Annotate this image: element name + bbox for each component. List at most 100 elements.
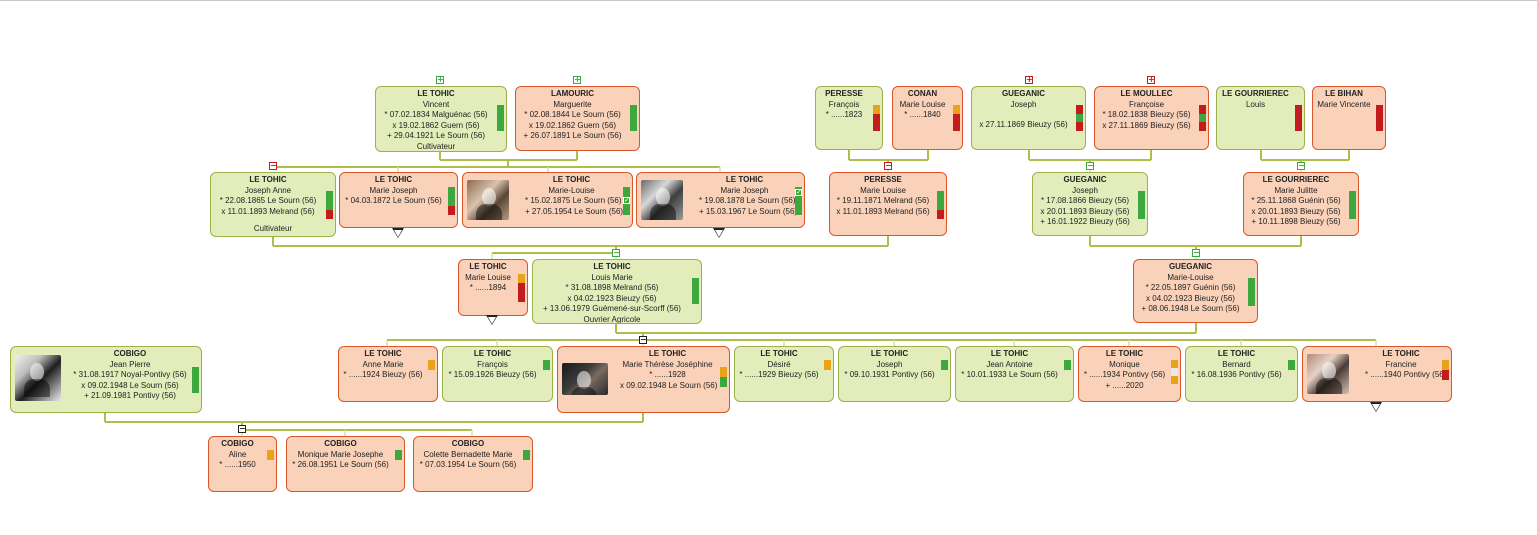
source-indicator (692, 278, 699, 304)
event-line: + 29.04.1921 Le Sourn (56) (386, 131, 486, 140)
surname: GUEGANIC (1063, 175, 1107, 184)
source-indicator (395, 450, 402, 460)
person-card[interactable]: LAMOURIC Marguerite * 02.08.1844 Le Sour… (515, 86, 640, 151)
collapse-icon[interactable]: − (1086, 161, 1094, 170)
person-card[interactable]: LE TOHIC Joseph * 09.10.1931 Pontivy (56… (838, 346, 951, 402)
person-card[interactable]: LE TOHIC Désiré * ......1929 Bieuzy (56) (734, 346, 834, 402)
expand-icon[interactable]: + (573, 75, 581, 84)
collapse-icon[interactable]: − (238, 424, 246, 433)
collapse-icon[interactable]: − (1192, 248, 1200, 257)
portrait-photo (467, 180, 509, 220)
person-card[interactable]: GUEGANIC Joseph * 17.08.1866 Bieuzy (56)… (1032, 172, 1148, 236)
source-indicator (1442, 360, 1449, 380)
person-card[interactable]: LE TOHIC Marie Joseph * 04.03.1872 Le So… (339, 172, 458, 228)
collapse-icon[interactable]: − (269, 161, 277, 170)
event-line: * 15.09.1926 Bieuzy (56) (448, 370, 537, 379)
event-line: * ......1940 Pontivy (56) (1365, 370, 1447, 379)
event-line: * ......1928 (649, 370, 686, 379)
surname: LE TOHIC (249, 175, 287, 184)
expand-icon[interactable]: + (1147, 75, 1155, 84)
event-line: + 13.06.1979 Guémené-sur-Scorff (56) (543, 304, 681, 313)
expand-icon[interactable]: + (436, 75, 444, 84)
expand-descendants-icon[interactable] (1370, 402, 1382, 412)
first-name: Marie Joseph (720, 185, 769, 195)
surname: GUEGANIC (1168, 262, 1213, 271)
event-line: * 25.11.1868 Guénin (56) (1251, 196, 1341, 205)
person-card[interactable]: CONAN Marie Louise * ......1840 (892, 86, 963, 150)
person-card[interactable]: LE TOHIC Francine * ......1940 Pontivy (… (1302, 346, 1452, 402)
person-card[interactable]: LE TOHIC Marie Louise * ......1894 (458, 259, 528, 316)
event-line: * 02.08.1844 Le Sourn (56) (524, 110, 621, 119)
first-name: Francine (1385, 359, 1417, 369)
source-indicator (1138, 191, 1145, 219)
event-line: x 20.01.1893 Bieuzy (56) (1040, 206, 1130, 216)
person-card[interactable]: COBIGO Aline * ......1950 (208, 436, 277, 492)
event-line: + 15.03.1967 Le Sourn (56) (699, 206, 798, 216)
event-line: * ......1823 (825, 110, 863, 119)
first-name: Marie Vincente (1317, 99, 1371, 109)
first-name: Vincent (422, 99, 450, 109)
first-name: Louis (1245, 99, 1266, 109)
source-indicator (523, 450, 530, 460)
surname: COBIGO (113, 349, 147, 358)
person-card[interactable]: PERESSE Marie Louise * 19.11.1871 Melran… (829, 172, 947, 236)
portrait-photo (562, 363, 608, 395)
source-indicator (267, 450, 274, 460)
person-card[interactable]: LE GOURRIEREC Marie Julitte * 25.11.1868… (1243, 172, 1359, 236)
event-line: * 31.08.1898 Melrand (56) (565, 283, 659, 292)
person-card[interactable]: LE GOURRIEREC Louis (1216, 86, 1305, 150)
event-line: x 27.11.1869 Bieuzy (56) (979, 120, 1068, 129)
surname: LE TOHIC (870, 349, 909, 358)
source-indicator (1288, 360, 1295, 370)
surname: LE BIHAN (1325, 89, 1363, 98)
collapse-icon[interactable]: − (1297, 161, 1305, 170)
event-line: x 04.02.1923 Bieuzy (56) (567, 293, 657, 303)
person-card[interactable]: GUEGANIC Joseph x 27.11.1869 Bieuzy (56) (971, 86, 1086, 150)
source-indicator (720, 367, 727, 387)
collapse-icon[interactable]: − (884, 161, 892, 170)
surname: COBIGO (451, 439, 485, 448)
source-indicator (428, 360, 435, 370)
person-card[interactable]: LE TOHIC Jean Antoine * 10.01.1933 Le So… (955, 346, 1074, 402)
person-card[interactable]: LE TOHIC Joseph Anne * 22.08.1865 Le Sou… (210, 172, 336, 237)
person-card[interactable]: LE TOHIC Bernard * 16.08.1936 Pontivy (5… (1185, 346, 1298, 402)
source-indicator (623, 187, 630, 215)
person-card[interactable]: COBIGO Monique Marie Josephe * 26.08.195… (286, 436, 405, 492)
person-card[interactable]: PERESSE François * ......1823 (815, 86, 883, 150)
person-card[interactable]: LE TOHIC Marie Joseph * 19.08.1878 Le So… (636, 172, 805, 228)
person-card[interactable]: COBIGO Colette Bernadette Marie * 07.03.… (413, 436, 533, 492)
event-line: * 07.02.1834 Malguénac (56) (384, 110, 488, 119)
person-card[interactable]: LE TOHIC Marie-Louise * 15.02.1875 Le So… (462, 172, 633, 228)
collapse-icon[interactable]: − (639, 335, 647, 344)
source-indicator (941, 360, 948, 370)
event-line: * 31.08.1917 Noyal-Pontivy (56) (73, 370, 187, 379)
surname: LE MOULLEC (1120, 89, 1173, 98)
portrait-photo (641, 180, 683, 220)
person-card[interactable]: LE BIHAN Marie Vincente (1312, 86, 1386, 150)
person-card[interactable]: COBIGO Jean Pierre * 31.08.1917 Noyal-Po… (10, 346, 202, 413)
collapse-icon[interactable]: − (612, 248, 620, 257)
person-card[interactable]: GUEGANIC Marie-Louise * 22.05.1897 Guéni… (1133, 259, 1258, 323)
surname: LE TOHIC (469, 262, 507, 271)
person-card[interactable]: LE TOHIC Anne Marie * ......1924 Bieuzy … (338, 346, 438, 402)
person-card[interactable]: LE TOHIC Monique * ......1934 Pontivy (5… (1078, 346, 1181, 402)
person-card[interactable]: LE TOHIC Louis Marie * 31.08.1898 Melran… (532, 259, 702, 324)
person-card[interactable]: LE TOHIC Vincent * 07.02.1834 Malguénac … (375, 86, 507, 152)
source-indicator (1376, 105, 1383, 131)
expand-descendants-icon[interactable] (486, 315, 498, 325)
expand-descendants-icon[interactable] (713, 228, 725, 238)
portrait-photo (1307, 354, 1349, 394)
surname: LE TOHIC (364, 349, 402, 358)
surname: LE TOHIC (417, 89, 455, 98)
event-line: * ......1934 Pontivy (56) (1083, 370, 1166, 379)
event-line: x 27.11.1869 Bieuzy (56) (1102, 120, 1191, 130)
expand-icon[interactable]: + (1025, 75, 1033, 84)
expand-descendants-icon[interactable] (392, 228, 404, 238)
first-name: Joseph (1072, 185, 1098, 195)
source-indicator (873, 105, 880, 132)
person-card[interactable]: LE TOHIC Marie Thérèse Joséphine * .....… (557, 346, 730, 413)
person-card[interactable]: LE MOULLEC Françoise * 18.02.1838 Bieuzy… (1094, 86, 1209, 150)
source-indicator (937, 191, 944, 219)
person-card[interactable]: LE TOHIC François * 15.09.1926 Bieuzy (5… (442, 346, 553, 402)
